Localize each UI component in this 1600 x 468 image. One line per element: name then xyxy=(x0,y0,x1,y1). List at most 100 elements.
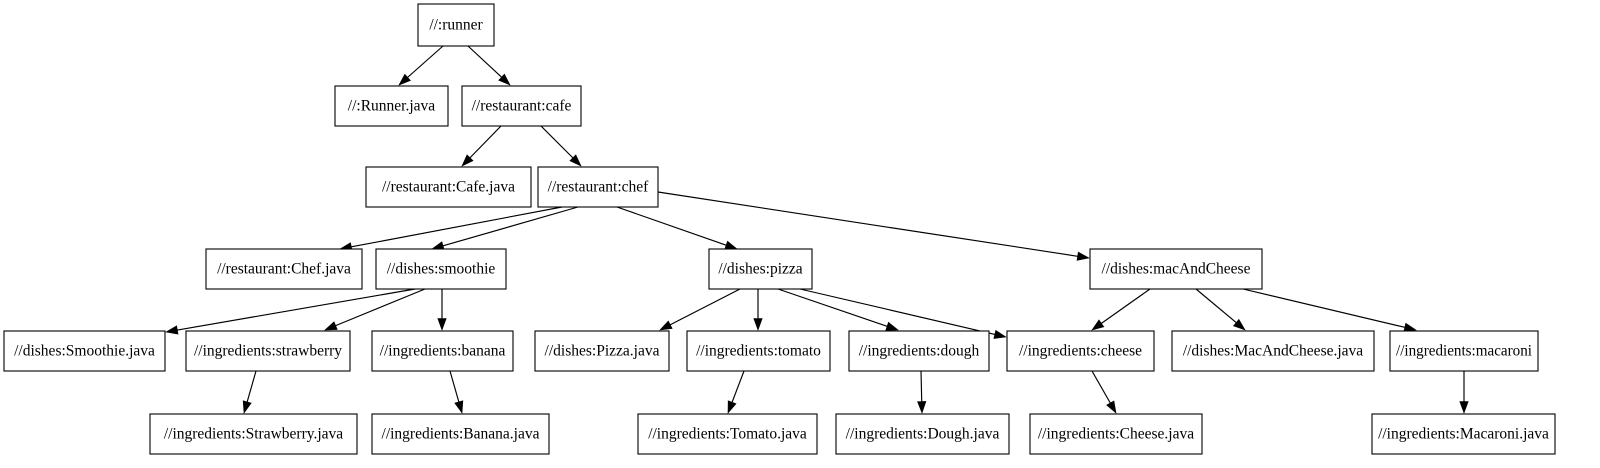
node-label: //ingredients:Tomato.java xyxy=(648,426,807,443)
node-box[interactable] xyxy=(708,248,813,290)
node-box[interactable] xyxy=(1171,330,1375,372)
node-label: //ingredients:cheese xyxy=(1019,343,1142,360)
node-box[interactable] xyxy=(371,330,514,372)
graph-node-dishes_smoothie[interactable]: //dishes:smoothie xyxy=(375,248,507,290)
edge-ing_banana-to-ing_banana_java xyxy=(449,370,464,414)
graph-node-runner_java[interactable]: //:Runner.java xyxy=(334,85,449,127)
node-box[interactable] xyxy=(3,330,166,372)
edge-dishes_macandcheese-to-ing_cheese xyxy=(1091,288,1151,331)
node-label: //restaurant:Cafe.java xyxy=(382,179,515,196)
graph-node-ing_cheese[interactable]: //ingredients:cheese xyxy=(1006,330,1155,372)
graph-node-dishes_pizza[interactable]: //dishes:pizza xyxy=(708,248,813,290)
edge-restaurant_cafe-to-restaurant_cafe_java xyxy=(461,125,502,167)
node-box[interactable] xyxy=(537,166,659,208)
arrowhead-icon xyxy=(569,154,582,167)
node-box[interactable] xyxy=(334,85,449,127)
graph-node-ing_dough[interactable]: //ingredients:dough xyxy=(848,330,990,372)
graph-node-ing_tomato_java[interactable]: //ingredients:Tomato.java xyxy=(637,413,818,455)
arrowhead-icon xyxy=(454,400,464,414)
arrowhead-icon xyxy=(993,329,1007,339)
edge-dishes_smoothie-to-dishes_smoothie_java xyxy=(165,288,416,335)
edge-line xyxy=(731,370,745,403)
node-box[interactable] xyxy=(417,3,495,47)
edge-line xyxy=(177,288,416,331)
graph-node-ing_macaroni[interactable]: //ingredients:macaroni xyxy=(1389,330,1539,372)
node-label: //restaurant:cafe xyxy=(472,98,572,115)
node-label: //:Runner.java xyxy=(348,98,436,115)
edge-restaurant_chef-to-dishes_macandcheese xyxy=(657,191,1090,261)
node-box[interactable] xyxy=(1371,413,1556,455)
edge-line xyxy=(442,206,579,247)
graph-node-restaurant_cafe_java[interactable]: //restaurant:Cafe.java xyxy=(365,166,532,208)
graph-node-ing_tomato[interactable]: //ingredients:tomato xyxy=(686,330,831,372)
node-box[interactable] xyxy=(848,330,990,372)
graph-node-restaurant_chef_java[interactable]: //restaurant:Chef.java xyxy=(205,248,363,290)
graph-node-dishes_smoothie_java[interactable]: //dishes:Smoothie.java xyxy=(3,330,166,372)
node-box[interactable] xyxy=(534,330,670,372)
graph-node-dishes_macandcheese[interactable]: //dishes:macAndCheese xyxy=(1089,248,1263,290)
edge-line xyxy=(351,206,563,248)
node-label: //ingredients:tomato xyxy=(696,343,821,360)
graph-node-ing_dough_java[interactable]: //ingredients:Dough.java xyxy=(835,413,1010,455)
arrowhead-icon xyxy=(461,154,474,167)
arrowhead-icon xyxy=(324,321,338,331)
arrowhead-icon xyxy=(1403,322,1417,332)
graph-node-ing_banana[interactable]: //ingredients:banana xyxy=(371,330,514,372)
node-label: //restaurant:Chef.java xyxy=(217,261,351,278)
edge-line xyxy=(467,45,502,78)
edge-runner-to-restaurant_cafe xyxy=(467,45,511,86)
edge-line xyxy=(1195,288,1237,324)
node-box[interactable] xyxy=(461,85,582,127)
edge-line xyxy=(246,370,257,403)
edge-ing_strawberry-to-ing_strawberry_java xyxy=(242,370,257,414)
graph-node-ing_strawberry_java[interactable]: //ingredients:Strawberry.java xyxy=(149,413,358,455)
arrowhead-icon xyxy=(917,401,927,414)
arrowhead-icon xyxy=(242,400,252,414)
node-box[interactable] xyxy=(1006,330,1155,372)
node-box[interactable] xyxy=(686,330,831,372)
node-box[interactable] xyxy=(637,413,818,455)
graph-node-restaurant_chef[interactable]: //restaurant:chef xyxy=(537,166,659,208)
arrowhead-icon xyxy=(885,321,899,331)
edge-ing_cheese-to-ing_cheese_java xyxy=(1091,370,1117,414)
arrowhead-icon xyxy=(1076,251,1090,261)
node-box[interactable] xyxy=(365,166,532,208)
graph-node-ing_banana_java[interactable]: //ingredients:Banana.java xyxy=(371,413,550,455)
graph-node-ing_strawberry[interactable]: //ingredients:strawberry xyxy=(185,330,351,372)
edge-ing_macaroni-to-ing_macaroni_java xyxy=(1459,371,1469,414)
graph-node-ing_cheese_java[interactable]: //ingredients:Cheese.java xyxy=(1029,413,1203,455)
graph-node-ing_macaroni_java[interactable]: //ingredients:Macaroni.java xyxy=(1371,413,1556,455)
node-label: //ingredients:Macaroni.java xyxy=(1378,426,1549,443)
node-box[interactable] xyxy=(835,413,1010,455)
node-label: //ingredients:macaroni xyxy=(1396,343,1533,360)
node-box[interactable] xyxy=(1029,413,1203,455)
node-box[interactable] xyxy=(375,248,507,290)
node-label: //dishes:Smoothie.java xyxy=(14,343,155,360)
node-box[interactable] xyxy=(185,330,351,372)
node-box[interactable] xyxy=(371,413,550,455)
arrowhead-icon xyxy=(498,73,511,86)
edge-dishes_pizza-to-ing_tomato xyxy=(753,289,763,331)
edge-dishes_pizza-to-ing_dough xyxy=(777,288,899,331)
edge-runner-to-runner_java xyxy=(398,45,444,86)
edge-line xyxy=(335,288,426,327)
node-label: //dishes:macAndCheese xyxy=(1102,261,1251,278)
node-box[interactable] xyxy=(1389,330,1539,372)
graph-node-restaurant_cafe[interactable]: //restaurant:cafe xyxy=(461,85,582,127)
graph-node-dishes_pizza_java[interactable]: //dishes:Pizza.java xyxy=(534,330,670,372)
edge-line xyxy=(1091,370,1111,404)
node-label: //dishes:Pizza.java xyxy=(545,343,660,360)
arrowhead-icon xyxy=(659,320,673,331)
node-box[interactable] xyxy=(205,248,363,290)
node-box[interactable] xyxy=(1089,248,1263,290)
node-label: //ingredients:Dough.java xyxy=(846,426,1000,443)
arrowhead-icon xyxy=(724,240,738,250)
graph-node-runner[interactable]: //:runner xyxy=(417,3,495,47)
edge-line xyxy=(616,206,727,246)
arrowhead-icon xyxy=(753,318,763,331)
node-label: //dishes:pizza xyxy=(718,261,802,278)
graph-node-dishes_macandcheese_java[interactable]: //dishes:MacAndCheese.java xyxy=(1171,330,1375,372)
node-box[interactable] xyxy=(149,413,358,455)
